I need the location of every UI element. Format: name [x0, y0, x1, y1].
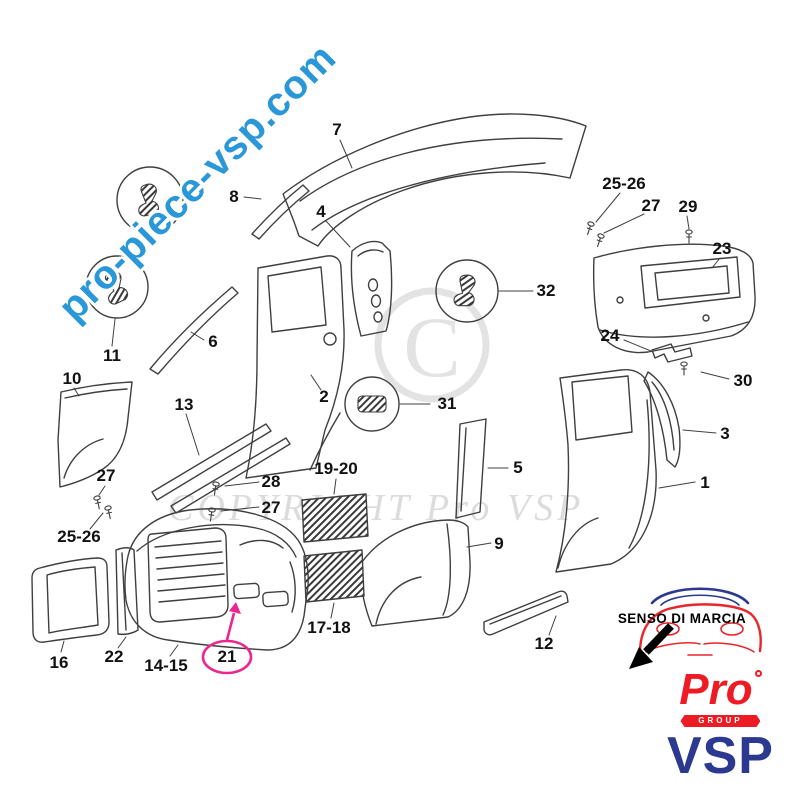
- part-label-16: 16: [49, 653, 69, 672]
- copyright-watermark: COPYRIGHT Pro VSP: [168, 487, 585, 529]
- detail-circle-a: [116, 166, 184, 234]
- logo-group-text: GROUP: [698, 716, 743, 725]
- part-label-27-left: 27: [96, 466, 116, 485]
- direction-arrow-icon: [629, 623, 674, 669]
- highlight-21-marker: [201, 602, 253, 675]
- front-fender-10-art: [57, 381, 133, 488]
- part-label-5: 5: [513, 458, 523, 477]
- part-label-21-highlighted: 21: [217, 647, 237, 666]
- pillar-trim-5-art: [455, 418, 487, 519]
- part-label-17-18: 17-18: [307, 618, 351, 637]
- quarter-panel-2-art: [245, 255, 345, 479]
- part-label-9: 9: [494, 534, 504, 553]
- part-label-1: 1: [700, 473, 710, 492]
- quarter-panel-1-art: [555, 369, 657, 573]
- leader-lines: [60, 139, 730, 657]
- part-label-32: 32: [536, 281, 556, 300]
- part-label-31: 31: [437, 394, 457, 413]
- part-label-27-top: 27: [641, 196, 661, 215]
- part-label-30: 30: [733, 371, 753, 390]
- fastener-screws: [92, 220, 693, 522]
- provsp-logo: Pro GROUP VSP: [666, 668, 774, 785]
- detail-circle-31: [344, 376, 400, 432]
- bracket-24-art: [651, 343, 693, 363]
- driving-direction-label: SENSO DI MARCIA: [617, 611, 747, 626]
- copyright-symbol-watermark: C: [374, 287, 490, 403]
- trim-strip-8-art: [251, 184, 310, 240]
- panel-17-18-art: [303, 549, 365, 603]
- rear-panel-23-art: [592, 243, 756, 354]
- pillar-trim-6-art: [149, 286, 239, 375]
- sill-strip-13-art: [151, 423, 291, 514]
- part-label-8: 8: [229, 187, 239, 206]
- part-label-25-26-top: 25-26: [602, 174, 646, 193]
- logo-group-ribbon: GROUP: [680, 715, 761, 727]
- pillar-panel-art: [350, 240, 393, 337]
- part-label-10: 10: [62, 369, 82, 388]
- trim-22-art: [115, 547, 139, 636]
- direction-car-illustration: [638, 587, 762, 656]
- part-label-6: 6: [208, 332, 218, 351]
- part-label-25-26-left: 25-26: [57, 527, 101, 546]
- logo-pro-text: Pro: [667, 668, 774, 712]
- part-label-27-mid: 27: [261, 498, 281, 517]
- line-art: [31, 113, 756, 657]
- detail-circle-32: [435, 259, 499, 323]
- front-bumper-art: [124, 508, 309, 651]
- part-label-14-15: 14-15: [144, 656, 188, 675]
- part-label-13: 13: [174, 395, 194, 414]
- part-label-7: 7: [332, 120, 342, 139]
- part-label-2: 2: [319, 387, 329, 406]
- big-c-text: C: [403, 299, 460, 395]
- roof-panel-art: [282, 113, 587, 247]
- part-label-4: 4: [316, 202, 326, 221]
- logo-degree-mark-icon: [754, 670, 762, 677]
- windshield-seal-16-art: [31, 557, 110, 643]
- part-label-3: 3: [720, 424, 730, 443]
- part-label-29: 29: [678, 197, 698, 216]
- part-label-12: 12: [534, 634, 554, 653]
- detail-circle-b: [85, 255, 149, 319]
- panel-19-20-art: [301, 493, 369, 543]
- logo-vsp-text: VSP: [666, 727, 774, 785]
- sill-panel-12-art: [483, 590, 569, 636]
- part-label-24: 24: [600, 326, 620, 345]
- part-label-22: 22: [104, 647, 124, 666]
- part-label-11: 11: [103, 346, 121, 365]
- part-label-28: 28: [261, 472, 281, 491]
- logo-pro-word: Pro: [679, 665, 753, 714]
- part-label-23: 23: [712, 239, 732, 258]
- front-fender-9-art: [360, 519, 471, 627]
- part-label-19-20: 19-20: [314, 459, 358, 478]
- pillar-trim-3-art: [643, 371, 681, 468]
